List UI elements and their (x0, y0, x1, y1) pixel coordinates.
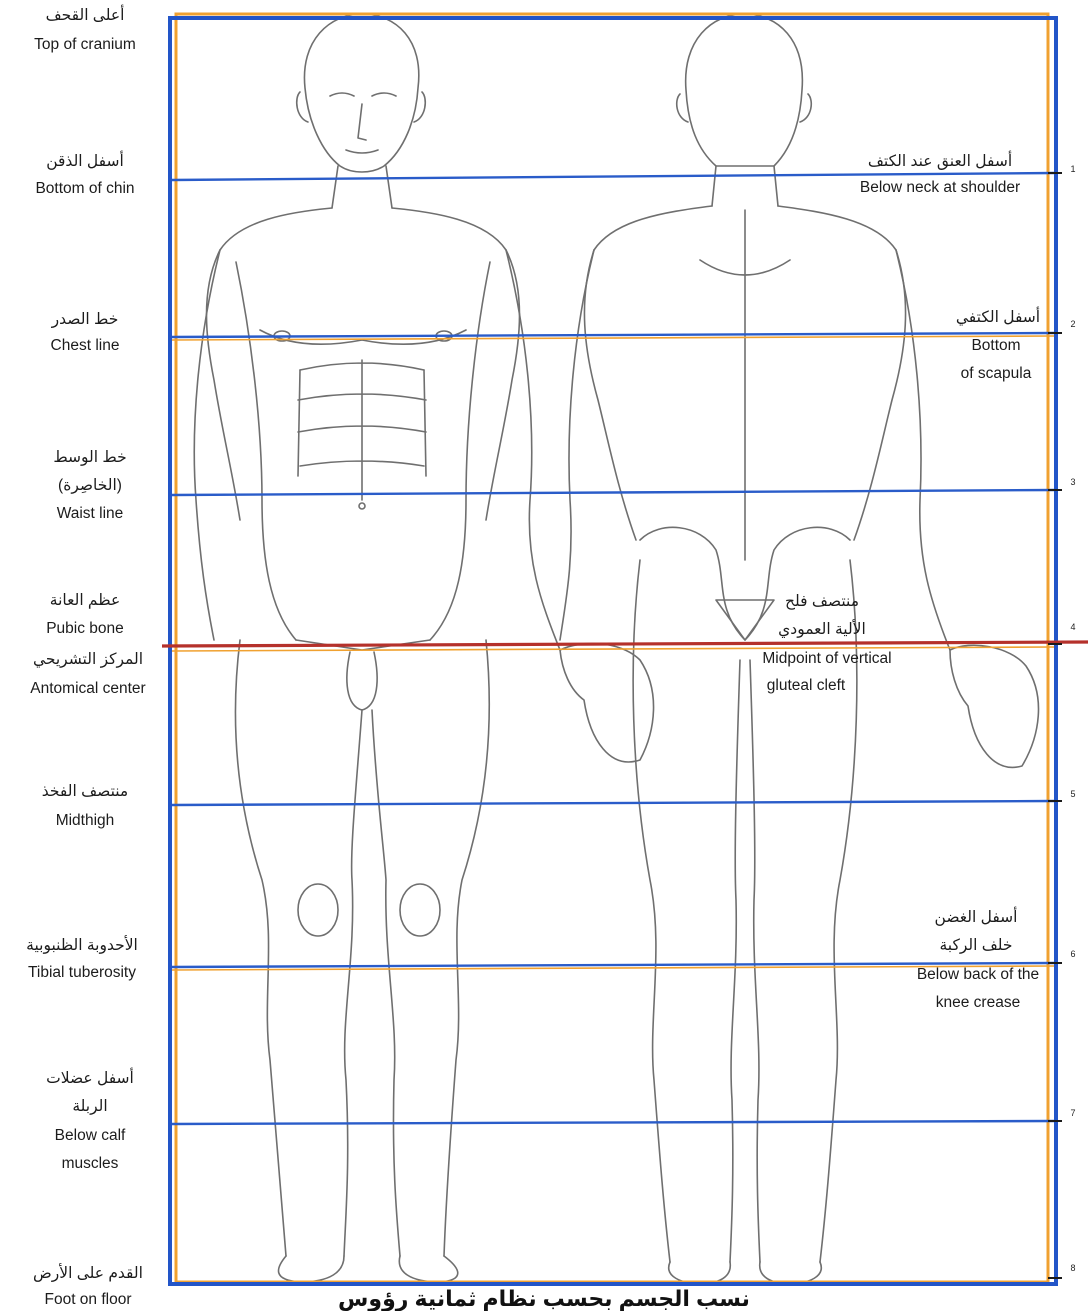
label-chest-en: Chest line (51, 337, 120, 354)
label-tibial-ar: الأحدوبة الظنبوبية (26, 935, 138, 955)
label-tibial-en: Tibial tuberosity (28, 964, 136, 981)
label-scapula-ar: أسفل الكتفي (956, 306, 1040, 327)
label-scapula-en2: of scapula (961, 365, 1032, 382)
label-gluteal-ar2: الألية العمودي (778, 619, 866, 639)
label-top-cranium-ar: أعلى القحف (46, 4, 125, 24)
label-calf-en: Below calf (55, 1127, 126, 1144)
head-unit-2: 2 (1070, 319, 1075, 329)
head-unit-1: 1 (1070, 164, 1075, 174)
label-waist-en: Waist line (57, 505, 124, 522)
left-labels: أعلى القحف Top of cranium أسفل الذقن Bot… (26, 4, 146, 1308)
label-gluteal-en2: gluteal cleft (767, 677, 846, 694)
guide-line-calf (172, 1121, 1054, 1124)
label-chin-en: Bottom of chin (35, 180, 134, 197)
label-gluteal-en: Midpoint of vertical (762, 650, 891, 667)
label-knee-crease-ar: أسفل الغضن (935, 906, 1018, 926)
label-neck-shoulder-ar: أسفل العنق عند الكتف (868, 150, 1012, 170)
label-pubic-en: Pubic bone (46, 620, 124, 637)
label-midthigh-en: Midthigh (56, 812, 115, 829)
label-neck-shoulder-en: Below neck at shoulder (860, 179, 1020, 196)
head-unit-5: 5 (1070, 789, 1075, 799)
label-gluteal-ar: منتصف فلح (785, 593, 859, 611)
label-knee-crease-ar2: خلف الركبة (939, 937, 1012, 954)
label-calf-en2: muscles (62, 1155, 119, 1172)
label-chest-ar: خط الصدر (51, 311, 119, 328)
guide-line-waist (172, 490, 1054, 495)
front-view-figure (194, 14, 653, 1282)
label-waist-ar: خط الوسط (53, 449, 126, 466)
label-anatomical-ar: المركز التشريحي (33, 651, 143, 669)
head-unit-6: 6 (1070, 949, 1075, 959)
label-floor-ar: القدم على الأرض (33, 1263, 143, 1282)
label-knee-crease-en2: knee crease (936, 994, 1020, 1011)
label-waist-ar2: (الخاصِرة) (58, 477, 122, 494)
label-calf-ar2: الربلة (72, 1098, 107, 1115)
label-midthigh-ar: منتصف الفخذ (42, 783, 128, 800)
head-unit-3: 3 (1070, 477, 1075, 487)
right-labels: أسفل العنق عند الكتف Below neck at shoul… (762, 150, 1040, 1011)
label-knee-crease-en: Below back of the (917, 966, 1039, 983)
label-calf-ar: أسفل عضلات (46, 1067, 134, 1087)
label-anatomical-en: Antomical center (30, 680, 145, 697)
anatomical-center-line (162, 642, 1088, 646)
guide-line-midthigh (172, 801, 1054, 805)
head-unit-7: 7 (1070, 1108, 1075, 1118)
head-unit-8: 8 (1070, 1263, 1075, 1273)
label-chin-ar: أسفل الذقن (46, 150, 124, 170)
label-top-cranium-en: Top of cranium (34, 36, 136, 53)
head-unit-4: 4 (1070, 622, 1075, 632)
label-pubic-ar: عظم العانة (50, 592, 120, 609)
label-scapula-en: Bottom (971, 337, 1020, 354)
page-title: نسب الجسم بحسب نظام ثمانية رؤوس (0, 1288, 1088, 1310)
